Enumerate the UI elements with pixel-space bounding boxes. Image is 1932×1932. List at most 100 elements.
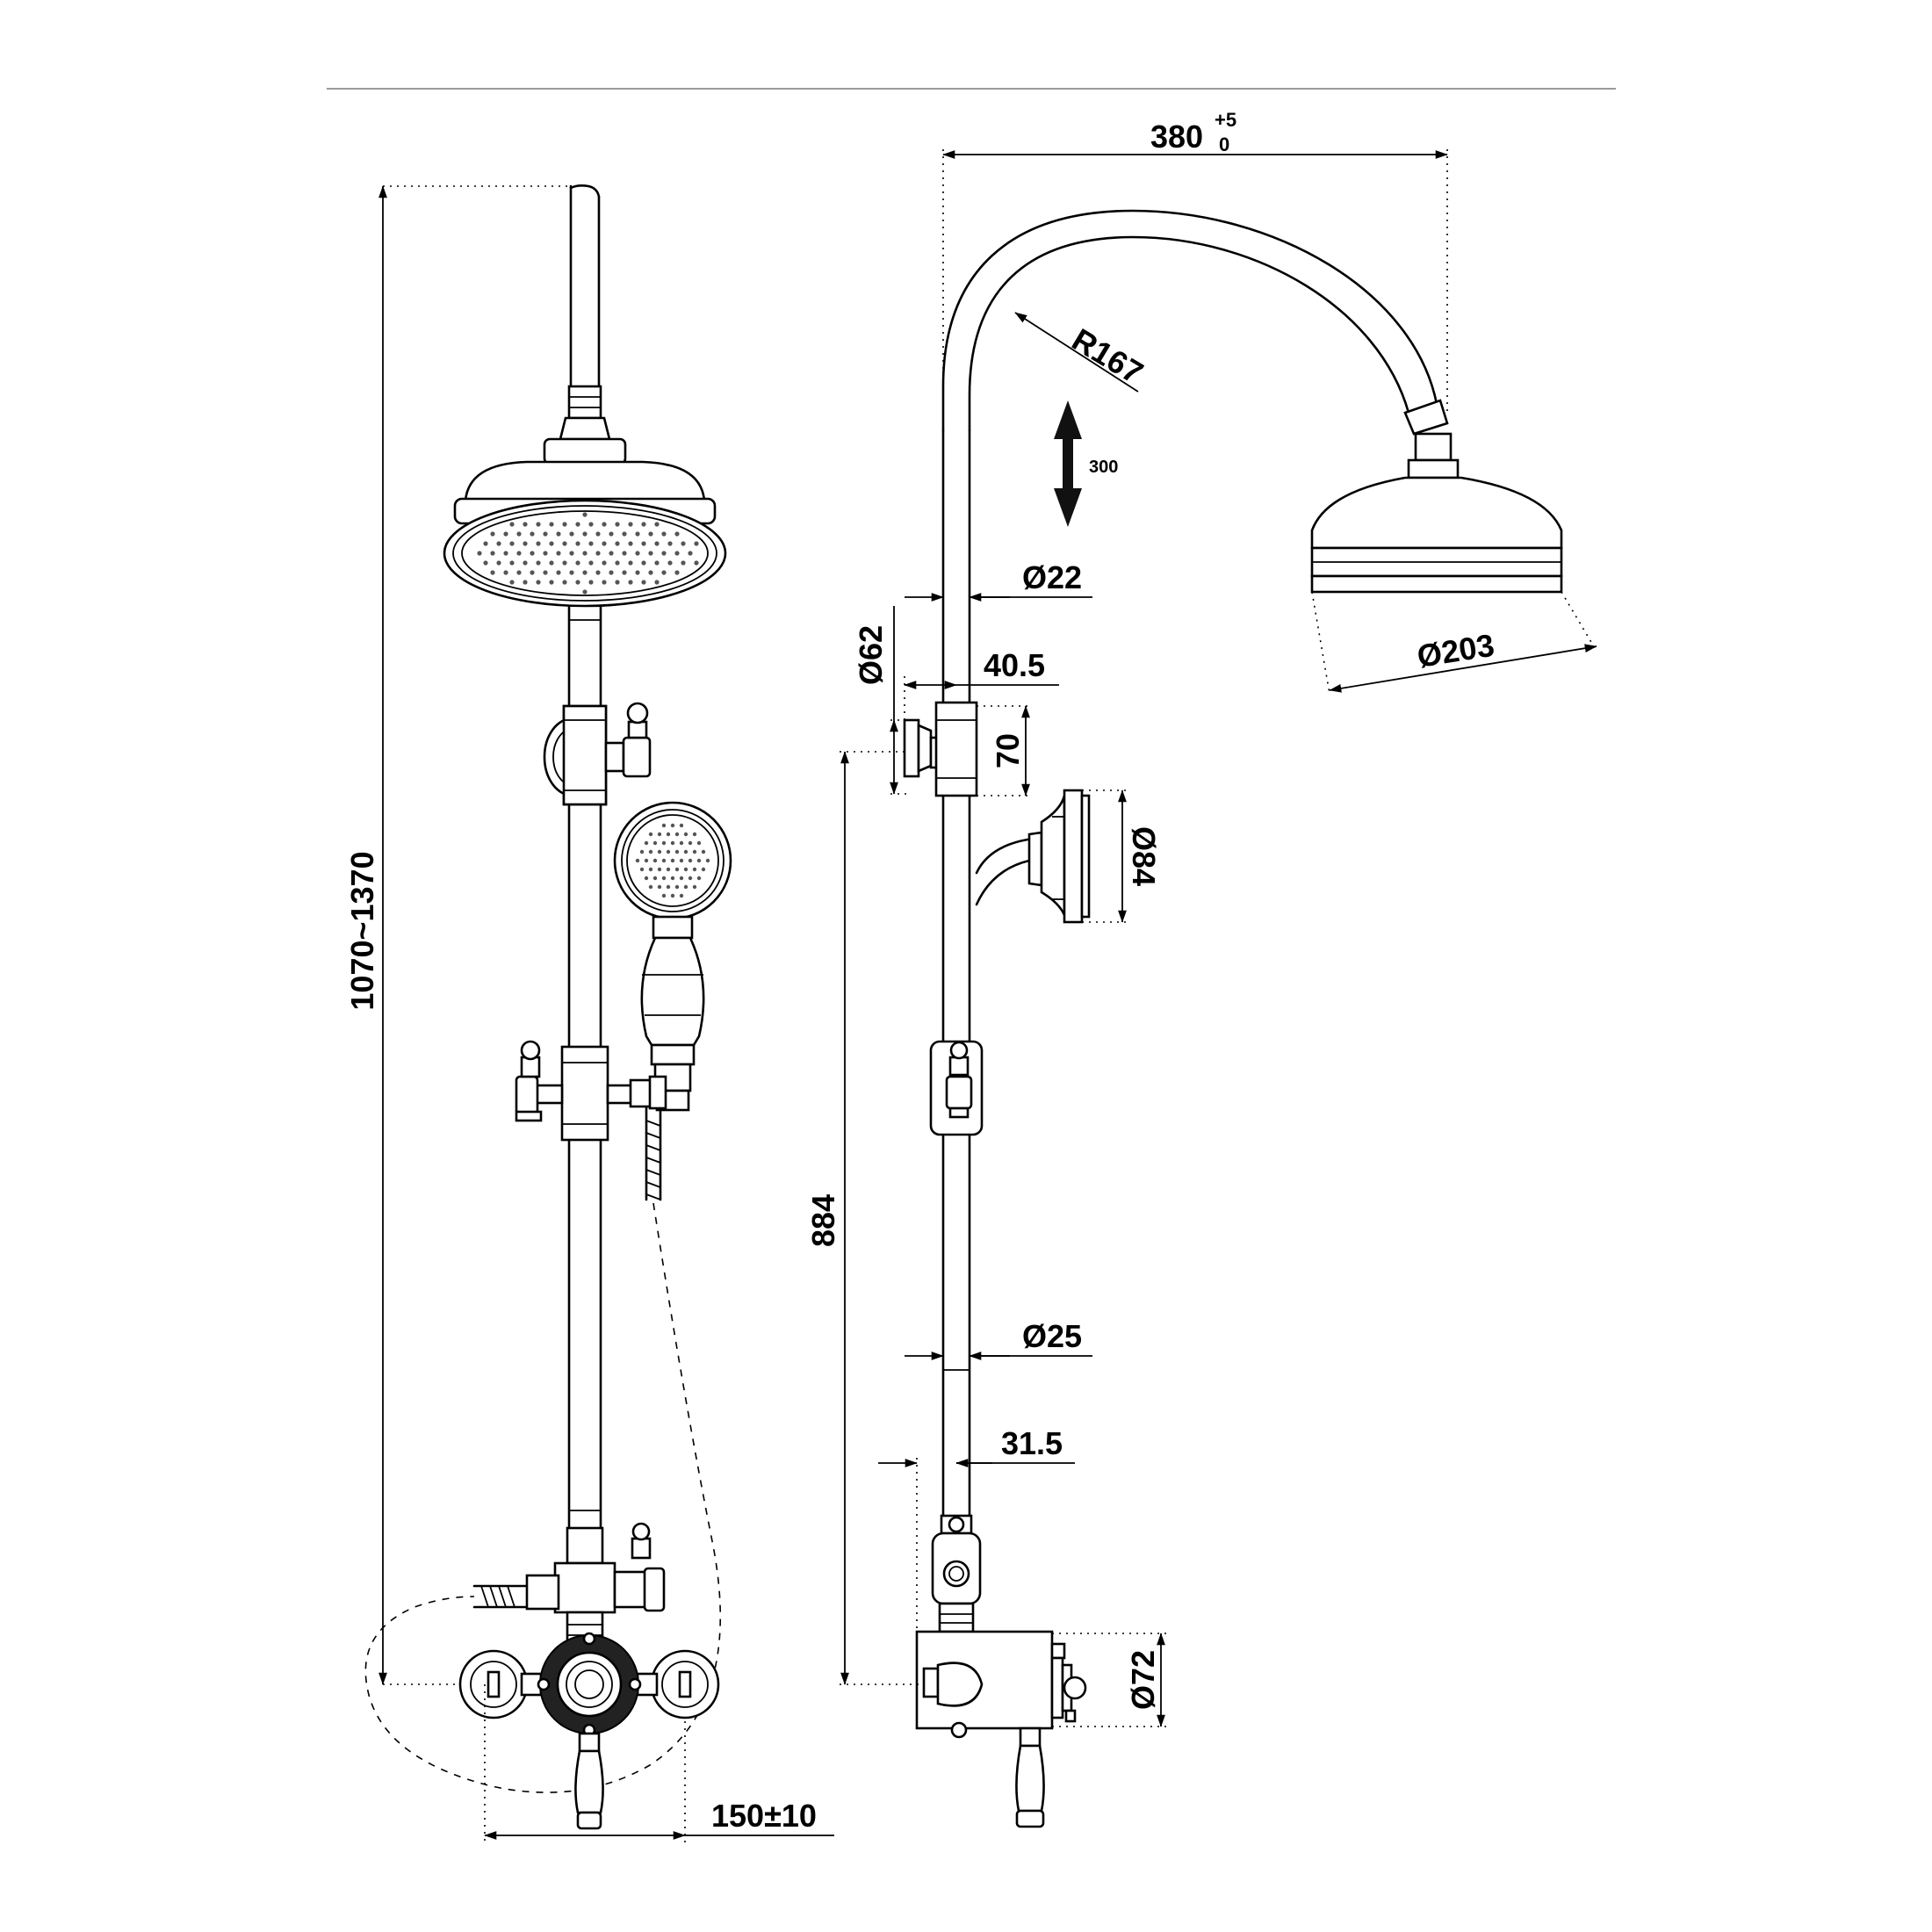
nozzle-dot bbox=[648, 570, 653, 575]
nozzle-dot bbox=[628, 522, 633, 527]
nozzle-dot bbox=[509, 541, 515, 546]
nozzle-dot bbox=[674, 551, 680, 556]
front-diverter bbox=[525, 1522, 666, 1647]
nozzle-dot bbox=[516, 531, 522, 537]
label-arm-reach-tol-lower: 0 bbox=[1219, 133, 1229, 155]
nozzle-dot bbox=[628, 580, 633, 585]
nozzle-dot bbox=[692, 849, 697, 854]
nozzle-dot bbox=[628, 560, 633, 566]
nozzle-dot bbox=[549, 560, 554, 566]
slide-travel-arrow: 300 bbox=[1054, 400, 1118, 527]
nozzle-dot bbox=[530, 531, 535, 537]
nozzle-dot bbox=[595, 570, 601, 575]
nozzle-dot bbox=[667, 560, 673, 566]
nozzle-dot bbox=[670, 876, 675, 881]
nozzle-dot bbox=[562, 560, 567, 566]
front-slide-bracket bbox=[515, 1040, 667, 1142]
nozzle-dot bbox=[694, 560, 699, 566]
nozzle-dot bbox=[679, 893, 684, 898]
nozzle-dot bbox=[661, 876, 667, 881]
nozzle-dot bbox=[490, 551, 495, 556]
nozzle-dot bbox=[549, 541, 554, 546]
nozzle-dot bbox=[635, 858, 640, 863]
nozzle-dot bbox=[496, 541, 501, 546]
label-lower-pipe-dia: Ø25 bbox=[1022, 1318, 1082, 1354]
nozzle-dot bbox=[674, 884, 680, 890]
nozzle-dot bbox=[683, 832, 688, 837]
nozzle-dot bbox=[666, 867, 671, 872]
nozzle-dot bbox=[530, 551, 535, 556]
nozzle-dot bbox=[543, 570, 548, 575]
nozzle-dot bbox=[635, 531, 640, 537]
nozzle-dot bbox=[549, 580, 554, 585]
nozzle-dot bbox=[681, 560, 686, 566]
nozzle-dot bbox=[648, 849, 653, 854]
nozzle-dot bbox=[696, 858, 702, 863]
nozzle-dot bbox=[644, 840, 649, 846]
nozzle-dot bbox=[490, 531, 495, 537]
nozzle-dot bbox=[654, 560, 660, 566]
nozzle-dot bbox=[688, 840, 693, 846]
nozzle-dot bbox=[667, 541, 673, 546]
nozzle-dot bbox=[648, 832, 653, 837]
nozzle-dot bbox=[666, 849, 671, 854]
nozzle-dot bbox=[615, 580, 620, 585]
nozzle-dot bbox=[635, 551, 640, 556]
label-valve-dia: Ø72 bbox=[1125, 1650, 1161, 1710]
nozzle-dot bbox=[609, 531, 614, 537]
nozzle-dot bbox=[509, 580, 515, 585]
nozzle-dot bbox=[679, 858, 684, 863]
nozzle-dot bbox=[516, 551, 522, 556]
nozzle-dot bbox=[688, 876, 693, 881]
nozzle-dot bbox=[509, 560, 515, 566]
nozzle-dot bbox=[683, 867, 688, 872]
front-shower-head bbox=[443, 460, 727, 608]
nozzle-dot bbox=[569, 531, 574, 537]
nozzle-dot bbox=[701, 867, 706, 872]
nozzle-dot bbox=[692, 832, 697, 837]
dim-bracket-offset: 40.5 bbox=[904, 647, 1059, 720]
dim-arm-reach: 380 +5 0 bbox=[942, 109, 1448, 413]
nozzle-dot bbox=[575, 560, 580, 566]
label-bracket-offset: 40.5 bbox=[984, 647, 1045, 683]
nozzle-dot bbox=[582, 512, 588, 517]
nozzle-dot bbox=[588, 580, 594, 585]
nozzle-dot bbox=[657, 849, 662, 854]
nozzle-dot bbox=[602, 580, 607, 585]
nozzle-dot bbox=[582, 589, 588, 595]
nozzle-dot bbox=[622, 531, 627, 537]
side-upper-bracket bbox=[903, 701, 978, 797]
nozzle-dot bbox=[622, 570, 627, 575]
side-valve-body bbox=[915, 1630, 1087, 1828]
label-handset-dia: Ø84 bbox=[1126, 826, 1162, 886]
nozzle-dot bbox=[562, 541, 567, 546]
nozzle-dot bbox=[622, 551, 627, 556]
nozzle-dot bbox=[688, 551, 693, 556]
nozzle-dot bbox=[674, 867, 680, 872]
nozzle-dot bbox=[657, 867, 662, 872]
nozzle-dot bbox=[661, 570, 667, 575]
nozzle-dot bbox=[523, 541, 528, 546]
label-bracket-height: 70 bbox=[990, 733, 1026, 768]
front-upper-bracket bbox=[543, 702, 652, 806]
nozzle-dot bbox=[705, 858, 710, 863]
nozzle-dot bbox=[661, 823, 667, 828]
nozzle-dot bbox=[652, 858, 658, 863]
nozzle-dot bbox=[652, 840, 658, 846]
label-arm-reach-tol-upper: +5 bbox=[1215, 109, 1236, 131]
nozzle-dot bbox=[582, 570, 588, 575]
shower-head-nozzles bbox=[477, 512, 699, 595]
dim-bracket-dia: Ø62 bbox=[853, 606, 908, 795]
nozzle-dot bbox=[683, 884, 688, 890]
dim-outlet-height: 884 bbox=[805, 751, 924, 1685]
nozzle-dot bbox=[661, 893, 667, 898]
nozzle-dot bbox=[666, 884, 671, 890]
label-head-dia: Ø203 bbox=[1415, 627, 1496, 674]
nozzle-dot bbox=[681, 541, 686, 546]
nozzle-dot bbox=[516, 570, 522, 575]
label-bracket-dia: Ø62 bbox=[853, 625, 889, 685]
nozzle-dot bbox=[569, 551, 574, 556]
nozzle-dot bbox=[670, 893, 675, 898]
nozzle-dot bbox=[562, 580, 567, 585]
nozzle-dot bbox=[602, 541, 607, 546]
